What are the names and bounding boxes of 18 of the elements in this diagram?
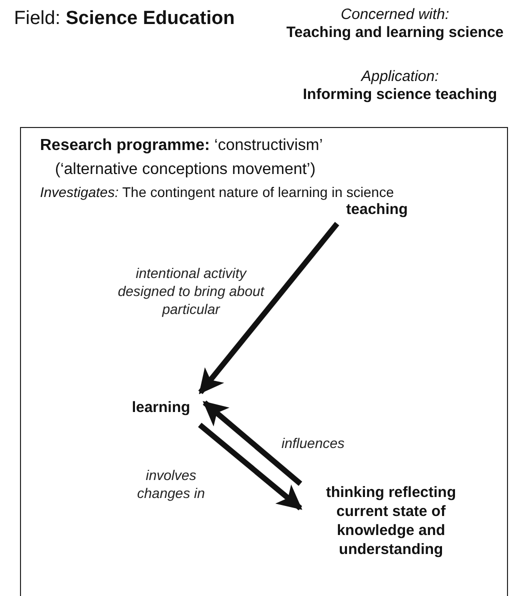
- concept-label: learning: [130, 398, 192, 417]
- field-description: Teaching and learning science: [286, 24, 504, 41]
- concept-label: thinking reflecting current state of knowledge and understanding: [324, 483, 457, 559]
- edge-label: influences: [280, 434, 346, 452]
- arrow: [198, 422, 302, 510]
- title: Field: Science Education: [14, 8, 235, 30]
- field-heading: Application:: [361, 68, 439, 85]
- arrow: [198, 221, 339, 394]
- research-programme-frame: [20, 127, 508, 596]
- programme-subtitle: (‘alternative conceptions movement’): [55, 161, 316, 179]
- arrow: [202, 400, 302, 486]
- concept-label: teaching: [345, 200, 409, 219]
- field-description: Informing science teaching: [302, 86, 498, 103]
- field-heading: Concerned with:: [340, 6, 450, 23]
- edge-label: intentional activity designed to bring about particular: [116, 264, 266, 318]
- programme-heading: Research programme: ‘constructivism’: [40, 137, 323, 155]
- edge-label: involves changes in: [136, 466, 206, 502]
- programme-description: Investigates: The contingent nature of learning in science: [40, 184, 394, 200]
